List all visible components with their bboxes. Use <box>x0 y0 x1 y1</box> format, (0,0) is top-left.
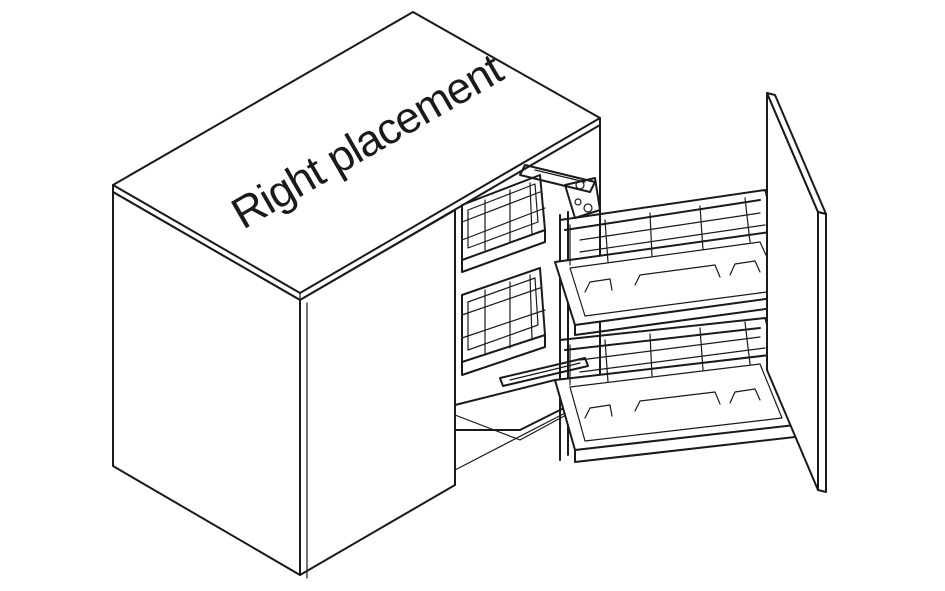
slide-rail <box>499 357 589 387</box>
cabinet-bottom-shelf <box>454 379 591 431</box>
inner-basket-lower <box>461 267 546 376</box>
inner-basket-upper <box>461 174 546 273</box>
door-panel <box>766 92 827 493</box>
inner-baskets <box>461 174 589 387</box>
cabinet <box>112 11 601 579</box>
cabinet-front-panel <box>299 209 456 576</box>
pivot-bracket <box>564 177 601 219</box>
